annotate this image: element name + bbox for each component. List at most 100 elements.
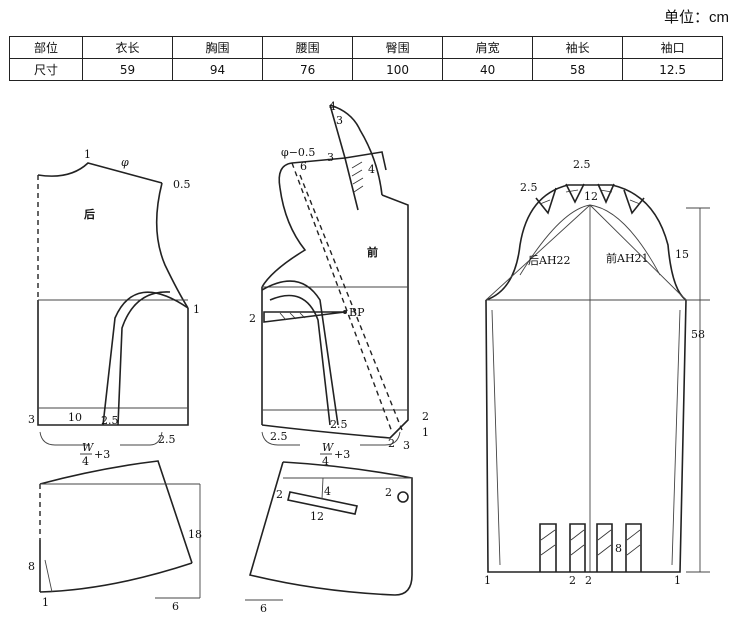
unit-label: 单位：cm <box>664 9 729 26</box>
back-skirt-waist-side <box>39 460 193 564</box>
front-phi-mark: φ−0.5 <box>281 146 315 159</box>
back-shoulder-mark: φ <box>121 156 129 169</box>
sleeve-cap <box>485 184 687 301</box>
back-shoulder-drop-mark: 0.5 <box>173 178 191 191</box>
back-princess-seam-b <box>117 291 171 426</box>
back-skirt-hem <box>39 562 193 593</box>
table-row: 尺寸 59 94 76 100 40 58 12.5 <box>9 58 723 81</box>
front-top4-mark: 4 <box>329 100 336 113</box>
sleeve-front-ah-label: 前AH21 <box>606 251 649 265</box>
front-label: 前 <box>367 245 378 259</box>
sleeve-cuff-darts <box>539 523 642 572</box>
back-waist-bracket-left <box>39 431 90 446</box>
table-cell: 100 <box>352 58 444 81</box>
back-outline <box>37 300 189 426</box>
front-skirt-waist-center <box>282 461 413 596</box>
front-shoulder <box>278 157 346 189</box>
front-dart-2-mark: 2 <box>249 312 256 325</box>
front-bodice <box>261 104 409 446</box>
sleeve-2-right-mark: 2 <box>585 574 592 587</box>
back-side-mark: 1 <box>193 303 200 316</box>
front-right-1-mark: 1 <box>422 426 429 439</box>
front-skirt-4-mark: 4 <box>324 485 331 498</box>
table-cell: 58 <box>532 58 624 81</box>
header-cell: 袖口 <box>622 36 723 59</box>
front-skirt-2b-mark: 2 <box>385 486 392 499</box>
front-waist-bracket-left <box>261 431 300 446</box>
sleeve-12-mark: 12 <box>584 190 598 203</box>
back-armhole <box>155 182 189 309</box>
sleeve-body <box>485 299 687 573</box>
back-hem-left-mark: 3 <box>28 413 35 426</box>
front-skirt-w-den: 4 <box>322 455 329 468</box>
front-skirt-pocket <box>287 491 358 515</box>
back-skirt-corner-mark: 1 <box>42 596 49 609</box>
row-label: 尺寸 <box>9 58 83 81</box>
back-hem-25a-mark: 2.5 <box>101 414 119 427</box>
front-skirt-w-num: W <box>322 441 335 454</box>
table-cell: 59 <box>81 58 174 81</box>
bp-point <box>343 310 347 314</box>
back-neck-mark: 1 <box>84 148 91 161</box>
sleeve <box>485 183 710 573</box>
front-princess-seam-b <box>269 294 331 426</box>
sleeve-cuff-hatch <box>540 529 641 556</box>
sleeve-25-left-mark: 2.5 <box>520 181 538 194</box>
front-lapel-outer <box>329 104 383 196</box>
front-collar-hatch <box>351 161 364 193</box>
header-cell: 衣长 <box>81 36 174 59</box>
front-skirt-button <box>397 491 409 503</box>
back-skirt-dart-guide <box>44 559 53 593</box>
front-25a-mark: 2.5 <box>330 418 348 431</box>
sleeve-1-right-mark: 1 <box>674 574 681 587</box>
front-right-2-mark: 2 <box>422 410 429 423</box>
table-cell: 12.5 <box>622 58 723 81</box>
size-table: 部位 衣长 胸围 腰围 臀围 肩宽 袖长 袖口 尺寸 59 94 76 100 … <box>9 36 723 81</box>
sleeve-front-ah-line <box>589 204 687 301</box>
front-3-mark: 3 <box>327 151 334 164</box>
back-skirt-w-den: 4 <box>82 455 89 468</box>
front-dart-line-a <box>291 162 393 433</box>
back-label: 后 <box>84 207 95 221</box>
back-skirt-6-mark: 6 <box>172 600 179 613</box>
sleeve-back-ah-label: 后AH22 <box>528 254 571 267</box>
front-hem-center <box>261 194 409 439</box>
sleeve-1-left-mark: 1 <box>484 574 491 587</box>
sleeve-2-left-mark: 2 <box>569 574 576 587</box>
sleeve-side-guides <box>491 309 681 566</box>
table-header-row: 部位 衣长 胸围 腰围 臀围 肩宽 袖长 袖口 <box>9 36 723 59</box>
front-dart-line-b <box>299 174 403 431</box>
sleeve-25-top-mark: 2.5 <box>573 158 591 171</box>
sleeve-cap-darts <box>535 183 645 215</box>
front-skirt-w-plus: +3 <box>334 448 350 461</box>
header-cell: 肩宽 <box>442 36 534 59</box>
back-hem-10-mark: 10 <box>68 411 82 424</box>
front-waist-bracket-right <box>360 431 401 446</box>
sleeve-8-mark: 8 <box>615 542 622 555</box>
table-cell: 94 <box>172 58 264 81</box>
front-4-mark: 4 <box>368 163 375 176</box>
sleeve-back-ah-line <box>485 204 591 301</box>
sleeve-cap-hatch <box>539 189 641 205</box>
front-bottom-2-mark: 2 <box>388 437 395 450</box>
back-waist-bracket-right <box>120 431 163 446</box>
front-princess-seam-a <box>261 280 339 426</box>
front-25b-mark: 2.5 <box>270 430 288 443</box>
back-princess-seam-a <box>102 291 189 426</box>
front-skirt-pocket-line <box>321 477 324 500</box>
sleeve-15-mark: 15 <box>675 248 689 261</box>
back-skirt-w-num: W <box>82 441 95 454</box>
table-cell: 76 <box>262 58 354 81</box>
front-skirt-2a-mark: 2 <box>276 488 283 501</box>
table-cell: 40 <box>442 58 534 81</box>
front-skirt-6-mark: 6 <box>260 602 267 615</box>
front-skirt <box>245 461 413 601</box>
front-dart-hatch <box>279 312 306 321</box>
front-armhole <box>261 187 307 288</box>
back-skirt-height-mark: 18 <box>188 528 202 541</box>
back-bodice <box>37 162 189 446</box>
front-bottom-3-mark: 3 <box>403 439 410 452</box>
front-skirt-12-mark: 12 <box>310 510 324 523</box>
back-skirt <box>39 460 201 599</box>
